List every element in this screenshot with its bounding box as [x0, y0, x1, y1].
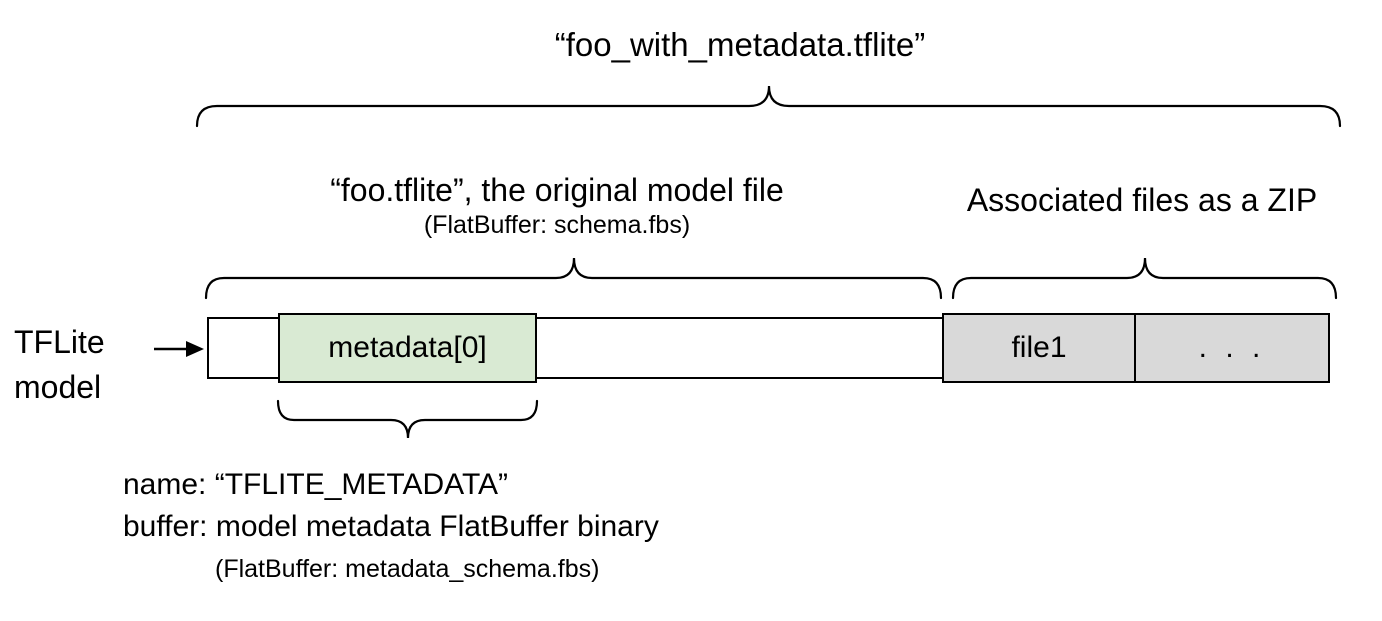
segment-file1-label: file1 — [1011, 331, 1067, 364]
diagram-title: “foo_with_metadata.tflite” — [554, 26, 926, 63]
overbrace-zip-files — [951, 257, 1338, 300]
overbrace-whole-file — [195, 85, 1342, 128]
segment-file1: file1 — [942, 313, 1136, 383]
segment-more-files: . . . — [1136, 313, 1330, 383]
metadata-annotation: name: “TFLITE_METADATA” buffer: model me… — [123, 464, 659, 590]
annotation-buffer-line: buffer: model metadata FlatBuffer binary — [123, 510, 659, 543]
model-file-schema-label: (FlatBuffer: schema.fbs) — [423, 211, 691, 239]
associated-files-label: Associated files as a ZIP — [966, 182, 1318, 218]
segment-metadata: metadata[0] — [278, 313, 537, 383]
pointer-label-line1: TFLite — [14, 324, 105, 360]
pointer-label-line2: model — [14, 369, 102, 405]
pointer-arrow-icon — [154, 341, 204, 357]
underbrace-metadata — [276, 399, 539, 439]
tflite-model-pointer-label: TFLite model — [14, 320, 105, 410]
segment-metadata-label: metadata[0] — [328, 331, 487, 364]
segment-more-files-label: . . . — [1198, 331, 1266, 364]
overbrace-model-file — [204, 257, 943, 300]
annotation-schema-line: (FlatBuffer: metadata_schema.fbs) — [215, 555, 600, 583]
model-file-label: “foo.tflite”, the original model file — [330, 172, 784, 208]
model-file-section-label: “foo.tflite”, the original model file (F… — [257, 170, 857, 240]
annotation-name-line: name: “TFLITE_METADATA” — [123, 468, 509, 501]
